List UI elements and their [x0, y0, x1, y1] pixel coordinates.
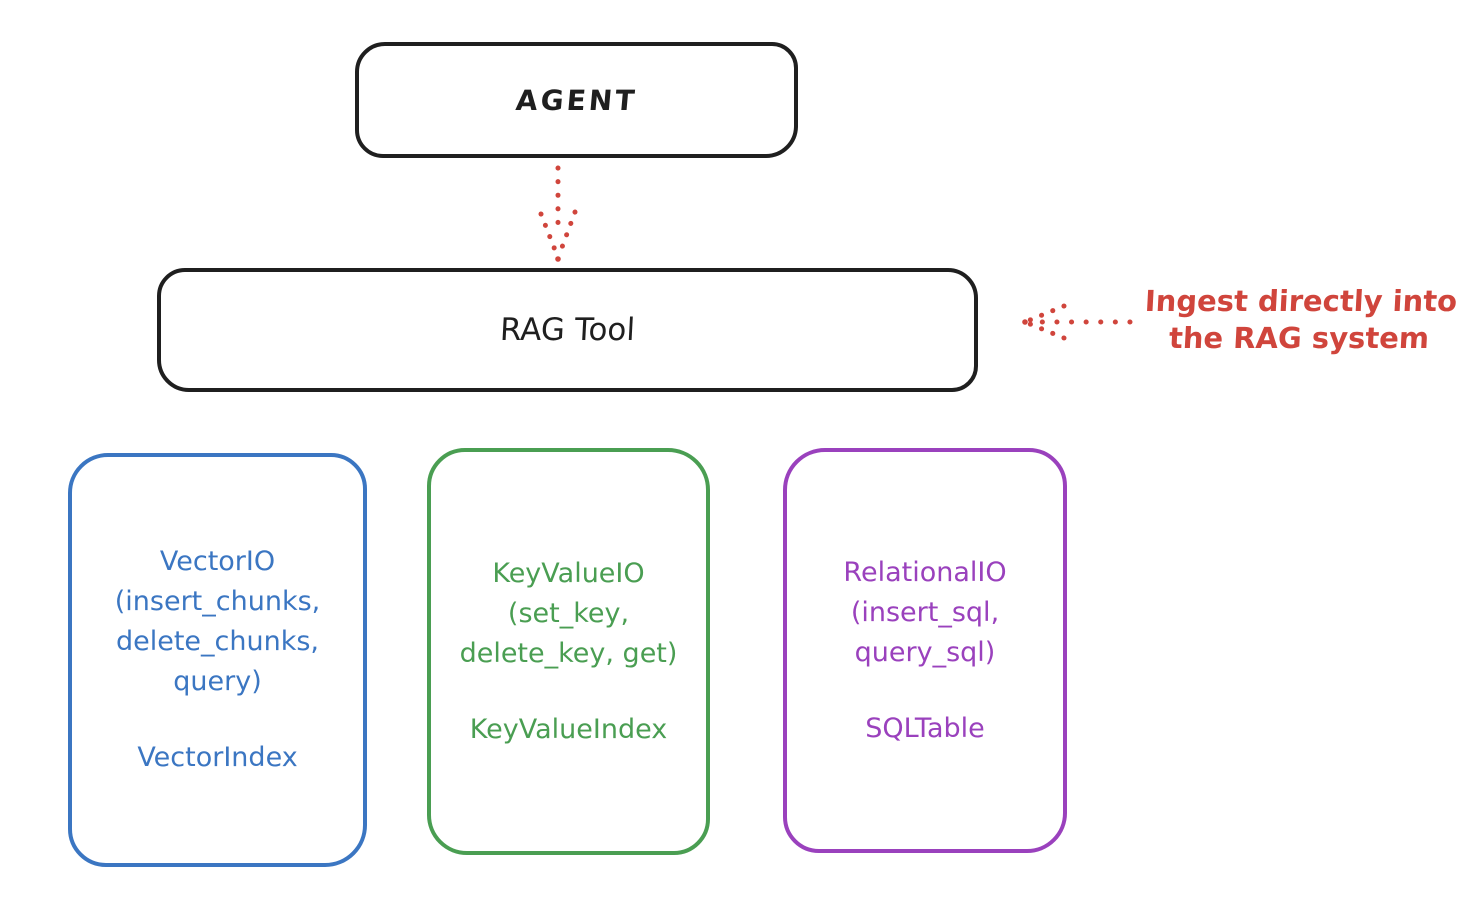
rag-tool-node-label: RAG Tool	[499, 312, 636, 348]
text-line: RelationalIO	[843, 556, 1007, 588]
dotted-arrow-down-icon	[528, 160, 588, 265]
text-line: delete_key, get)	[459, 637, 678, 669]
agent-node-label: AGENT	[514, 83, 639, 117]
text-line: Ingest directly into	[1144, 284, 1458, 318]
text-line: query)	[173, 666, 262, 697]
relationalio-backend-box: RelationalIO (insert_sql, query_sql) SQLTa…	[783, 448, 1067, 853]
vectorio-io-lines: VectorIO (insert_chunks, delete_chunks,que…	[115, 542, 320, 702]
keyvalueio-io-lines: KeyValueIO (set_key, delete_key, get)	[460, 554, 678, 674]
rag-tool-node: RAG Tool	[157, 268, 978, 392]
text-line: delete_chunks,	[115, 626, 319, 657]
text-line: the RAG system	[1168, 321, 1431, 355]
relationalio-index-label: SQLTable	[865, 712, 985, 744]
text-line: KeyValueIO	[492, 557, 645, 589]
text-line: (insert_chunks,	[114, 586, 321, 617]
text-line: (set_key,	[507, 597, 630, 629]
text-line: (insert_sql,	[850, 596, 1000, 628]
dotted-arrow-left-icon	[1018, 299, 1143, 345]
vectorio-index-label: VectorIndex	[137, 742, 298, 773]
keyvalueio-index-label: KeyValueIndex	[469, 713, 668, 745]
keyvalueio-backend-box: KeyValueIO (set_key, delete_key, get) KeyV…	[427, 448, 710, 855]
text-line: VectorIO	[159, 546, 276, 577]
text-line: query_sql)	[854, 636, 996, 668]
relationalio-io-lines: RelationalIO (insert_sql, query_sql)	[843, 553, 1006, 673]
vectorio-backend-box: VectorIO (insert_chunks, delete_chunks,que…	[68, 453, 367, 867]
agent-node: AGENT	[355, 42, 798, 158]
